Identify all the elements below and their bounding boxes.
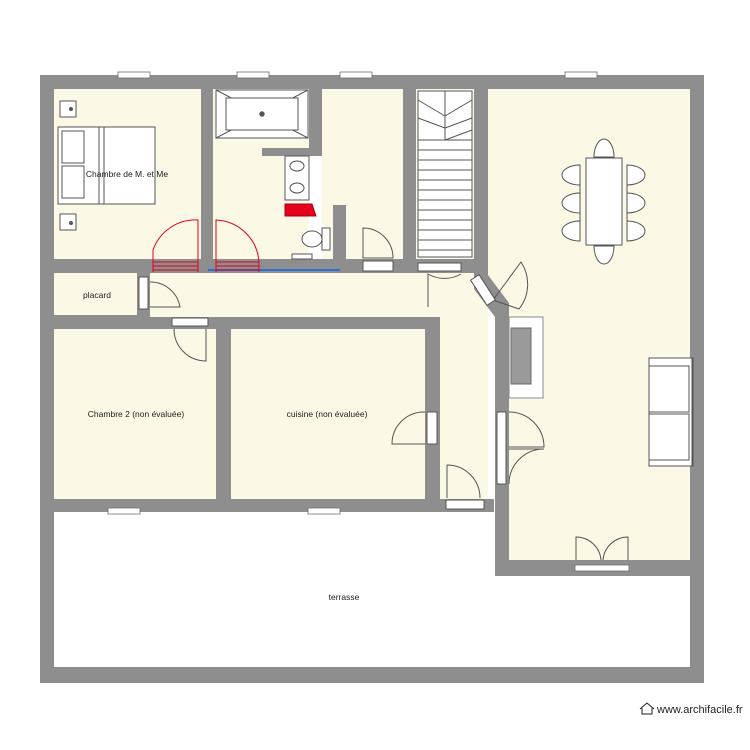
room-label-kitchen: cuisine (non évaluée) — [287, 409, 368, 419]
bathroom-fixtures — [215, 89, 317, 217]
chair-icon — [561, 164, 581, 186]
room-label-terrace: terrasse — [329, 592, 360, 602]
chair-icon — [561, 220, 581, 242]
bedroom-2-floor — [54, 329, 216, 499]
chair-icon — [561, 192, 581, 214]
windows — [107, 71, 630, 572]
door-closet — [149, 281, 181, 308]
hall-floor — [440, 317, 488, 499]
double-door — [508, 411, 545, 448]
closet-floor — [54, 273, 137, 315]
doors — [138, 219, 629, 561]
toilet-icon — [301, 230, 323, 248]
watermark-text: www.archifacile.fr — [656, 704, 743, 716]
window — [236, 71, 270, 79]
french-door — [575, 536, 602, 561]
staircase — [417, 90, 473, 258]
sofa-icon — [648, 357, 694, 467]
small-basin-icon — [291, 253, 313, 260]
door-kitchen — [391, 411, 426, 445]
room-label-bedroom-main: Chambre de M. et Me — [86, 169, 168, 179]
wc-fixtures — [291, 227, 331, 260]
dining-set — [561, 138, 646, 265]
door-bathroom — [215, 219, 260, 272]
sink-icon — [289, 182, 305, 194]
toilet-tank-icon — [321, 227, 331, 251]
window — [564, 71, 598, 79]
chair-icon — [626, 220, 646, 242]
door-bedroom-2 — [173, 328, 207, 362]
chair-icon — [626, 192, 646, 214]
window — [307, 507, 341, 515]
chair-icon — [593, 245, 615, 265]
sink-icon — [289, 160, 305, 172]
door-terrace — [446, 464, 481, 499]
door-wc — [362, 227, 394, 259]
nightstand-icon — [59, 213, 77, 231]
window — [339, 71, 373, 79]
bed-icon — [57, 100, 156, 231]
door-hall — [427, 273, 462, 307]
window — [574, 564, 630, 572]
door-bedroom — [152, 219, 199, 272]
fireplace-icon — [508, 316, 544, 399]
logo-house-icon — [639, 702, 655, 715]
window — [107, 507, 141, 515]
window — [117, 71, 151, 79]
nightstand-icon — [59, 100, 77, 118]
door-living — [492, 261, 529, 310]
room-label-bedroom-2: Chambre 2 (non évaluée) — [88, 409, 185, 419]
chair-icon — [626, 164, 646, 186]
kitchen-floor — [231, 329, 425, 499]
chair-icon — [593, 138, 615, 158]
room-label-closet: placard — [83, 290, 111, 300]
dining-table-icon — [585, 157, 623, 246]
radiator-icon — [284, 203, 317, 217]
